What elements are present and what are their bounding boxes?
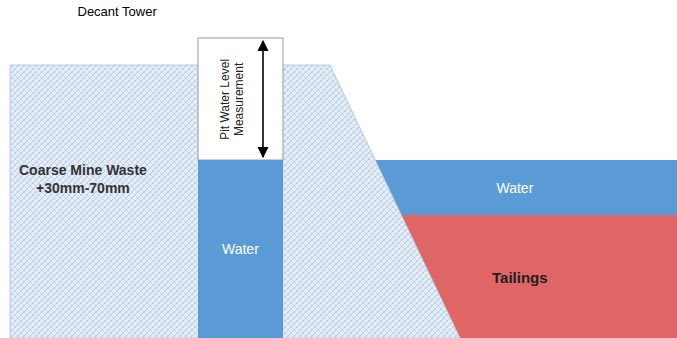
- tower-shaft: [198, 38, 283, 160]
- level-arrow: [262, 41, 264, 157]
- tower-water: [198, 160, 283, 338]
- node-label: Coarse Mine Waste: [19, 162, 147, 179]
- rotated-label: Pit Water Level Measurement: [218, 57, 247, 141]
- decant-tower: WaterDecant TowerPit Water Level Measure…: [198, 38, 283, 338]
- pond-water: Water: [375, 160, 677, 215]
- node-label: Water: [497, 180, 534, 197]
- pond-water: [375, 160, 677, 215]
- node-label: Decant Tower: [78, 4, 157, 20]
- tower-water: Water: [198, 160, 283, 338]
- node-label: +30mm-70mm: [36, 180, 130, 197]
- node-label: Water: [222, 241, 259, 258]
- node-label: Tailings: [492, 269, 548, 287]
- tailings-deposit: Tailings: [401, 215, 677, 338]
- waste-region: WaterDecant TowerPit Water Level Measure…: [10, 65, 460, 338]
